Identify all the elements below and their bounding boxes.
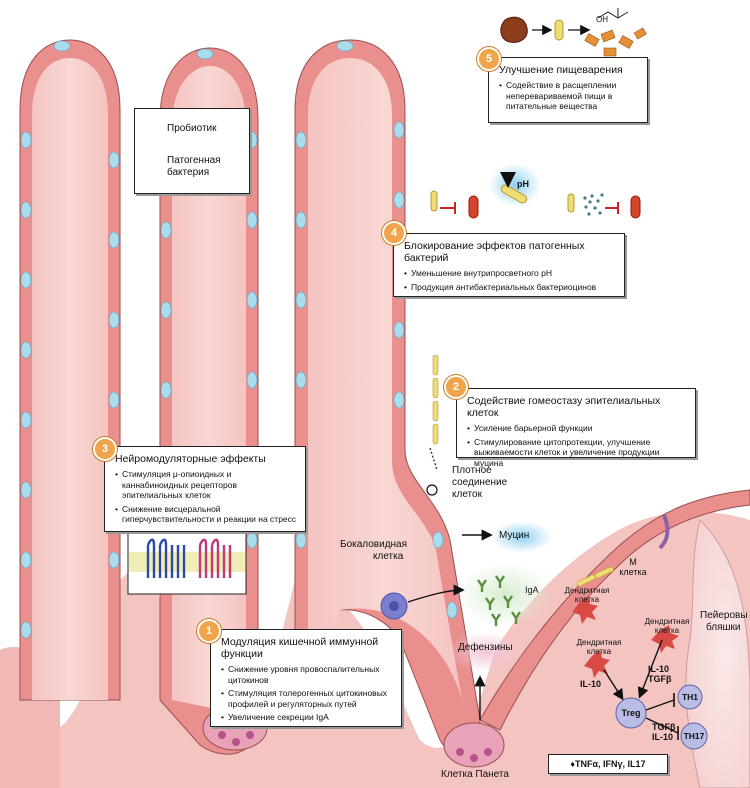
dendritic-1-label-1: Дендритная [564, 586, 610, 595]
m-cell-label-2: клетка [619, 567, 647, 577]
box2-item-2: Стимулирование цитопротекции, улучшение … [467, 437, 687, 469]
box4-item-1: Уменьшение внутрипросветного pH [404, 268, 616, 279]
box2-item-1: Усиление барьерной функции [467, 423, 687, 434]
box1-item-2: Стимуляция толерогенных цитокиновых проф… [221, 688, 393, 709]
box1-item-3: Увеличение секреции IgA [221, 712, 393, 723]
defensins-label: Дефензины [458, 642, 513, 653]
dendritic-cells [572, 596, 679, 678]
ph-label: pH [517, 179, 529, 189]
th17-label: TH17 [683, 731, 705, 741]
iga-label: IgA [525, 585, 539, 595]
badge-3: 3 [93, 437, 117, 461]
box3-item-1: Стимуляция μ-опиоидных и каннабиноидных … [115, 469, 297, 501]
dendritic-2-label-1: Дендритная [644, 617, 690, 626]
box-immune-modulation: Модуляция кишечной иммунной функции Сниж… [210, 629, 402, 727]
tgfb-il10-label-1: TGFβ [652, 722, 676, 732]
legend-pathogen-label-1: Патогенная [167, 155, 221, 166]
tight-junction-marker [426, 484, 438, 496]
il10-tgfb-label-2: TGFβ [648, 674, 672, 684]
food-particle-icon [500, 16, 528, 43]
box3-title: Нейромодуляторные эффекты [115, 453, 266, 465]
il10-label: IL-10 [580, 679, 602, 689]
dendritic-3-label-1: Дендритная [576, 638, 622, 647]
goblet-label-1: Бокаловидная [340, 539, 408, 550]
dendritic-1-label-2: клетка [574, 595, 600, 604]
box1-title: Модуляция кишечной иммунной функции [221, 636, 379, 660]
villus-left [19, 39, 121, 701]
iga-molecules [477, 575, 521, 626]
box2-title: Содействие гомеостазу эпителиальных клет… [467, 395, 661, 419]
paneth-label: Клетка Панета [441, 769, 509, 780]
box3-item-2: Снижение висцеральной гиперчувствительно… [115, 504, 297, 525]
badge-4: 4 [382, 221, 406, 245]
th1-label: TH1 [681, 692, 699, 702]
dendritic-2-label-2: клетка [654, 626, 680, 635]
tight-junction-label-2: соединение [452, 477, 508, 488]
cannabinoid-receptor-icon [198, 538, 232, 578]
box-epithelial-homeostasis: Содействие гомеостазу эпителиальных клет… [456, 388, 696, 468]
cytokine-box: ♦TNFα, IFNγ, IL17 [548, 754, 668, 774]
box4-item-2: Продукция антибактериальных бактериоцино… [404, 282, 616, 293]
tgfb-il10-label-2: IL-10 [652, 732, 674, 742]
tight-junction-label-3: клеток [452, 489, 482, 500]
dendritic-3-label-2: клетка [586, 647, 612, 656]
molecule-icon [597, 8, 629, 19]
box-digestion: Улучшение пищеварения Содействие в расще… [488, 57, 648, 123]
probiotics-on-epithelium [432, 354, 614, 587]
peyer-label-2: бляшки [706, 622, 741, 633]
badge-5: 5 [477, 47, 501, 71]
opioid-receptor-icon [146, 538, 186, 578]
legend-box: Пробиотик Патогенная бактерия [134, 108, 250, 194]
box5-item-1: Содействие в расщеплении неперевариваемо… [499, 80, 639, 112]
tight-junction-label-1: Плотное [452, 465, 492, 476]
goblet-cells [20, 40, 458, 639]
mucin-label: Муцин [499, 530, 530, 541]
box-pathogen-blocking: Блокирование эффектов патогенных бактери… [393, 233, 625, 297]
legend-pathogen-label-2: бактерия [167, 167, 210, 178]
villus-right [294, 39, 481, 754]
peyer-label-1: Пейеровы [700, 610, 748, 621]
treg-label: Treg [621, 708, 641, 718]
th1-cell [677, 684, 703, 710]
box1-item-1: Снижение уровня провоспалительных цитоки… [221, 664, 393, 685]
legend-probiotic-label: Пробиотик [167, 123, 217, 134]
badge-1: 1 [197, 619, 221, 643]
badge-2: 2 [444, 375, 468, 399]
box5-title: Улучшение пищеварения [499, 64, 623, 76]
goblet-label-2: клетка [373, 551, 404, 562]
box4-title: Блокирование эффектов патогенных бактери… [404, 240, 585, 264]
oh-label: OH [596, 15, 608, 24]
il10-tgfb-label-1: IL-10 [648, 664, 670, 674]
m-cell-label-1: М [629, 557, 637, 567]
box-neuromodulation: Нейромодуляторные эффекты Стимуляция μ-о… [104, 446, 306, 532]
th17-cell [680, 722, 708, 750]
treg-cell [615, 697, 647, 729]
